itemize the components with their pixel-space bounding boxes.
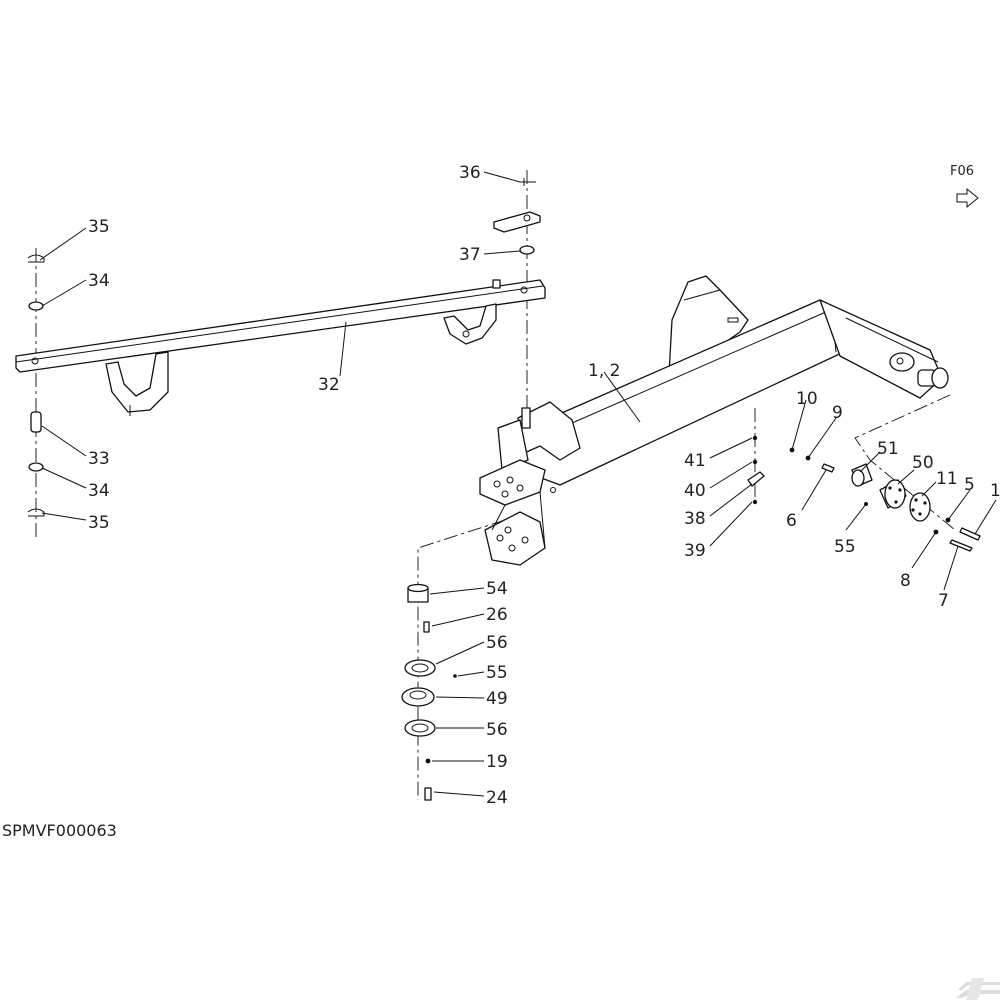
hub-stack — [789, 447, 981, 552]
callout-24: 24 — [486, 788, 508, 808]
cotter-pin-bottom — [27, 508, 45, 517]
view-reference: F06 — [950, 164, 979, 209]
callout-11: 11 — [936, 469, 958, 489]
callout-1: 1 — [990, 481, 1000, 501]
callout-19: 19 — [486, 752, 508, 772]
callout-50: 50 — [912, 453, 934, 473]
callout-10: 10 — [796, 389, 818, 409]
key-6 — [821, 463, 835, 473]
callout-1-2: 1, 2 — [588, 361, 620, 381]
link-plate — [493, 211, 541, 233]
ring-56-top — [404, 659, 436, 677]
leader-lines — [39, 171, 997, 797]
left-pin-stack — [27, 254, 45, 517]
callout-51: 51 — [877, 439, 899, 459]
callout-5: 5 — [964, 475, 975, 495]
callout-34-top: 34 — [88, 271, 110, 291]
washer-37 — [519, 245, 535, 255]
drawing-number: SPMVF000063 — [2, 821, 117, 840]
rail-bracket-right — [443, 303, 497, 345]
bearing-49 — [401, 687, 435, 707]
callout-35-bottom: 35 — [88, 513, 110, 533]
ring-56-bottom — [404, 719, 436, 737]
callout-37: 37 — [459, 245, 481, 265]
rail-bar — [15, 279, 546, 416]
link-plate-stack — [493, 178, 541, 255]
bolt-24 — [424, 787, 432, 801]
callout-labels: 36 35 37 34 32 33 34 35 1, 2 10 9 51 50 … — [88, 163, 1000, 808]
callout-34-bottom: 34 — [88, 481, 110, 501]
washer-bottom — [28, 462, 44, 472]
callout-38: 38 — [684, 509, 706, 529]
washer-top — [28, 301, 44, 311]
callout-35-top: 35 — [88, 217, 110, 237]
callout-36: 36 — [459, 163, 481, 183]
callout-56-bottom: 56 — [486, 720, 508, 740]
callout-32: 32 — [318, 375, 340, 395]
callout-49: 49 — [486, 689, 508, 709]
callout-41: 41 — [684, 451, 706, 471]
pin-36 — [520, 178, 536, 186]
callout-56-top: 56 — [486, 633, 508, 653]
bearing-stack — [401, 583, 457, 801]
cotter-pin-top — [27, 254, 45, 263]
callout-33: 33 — [88, 449, 110, 469]
callout-26: 26 — [486, 605, 508, 625]
callout-55-right: 55 — [834, 537, 856, 557]
callout-55-bottom: 55 — [486, 663, 508, 683]
view-code: F06 — [950, 164, 974, 179]
bolt-26 — [423, 621, 430, 633]
center-hardware — [747, 435, 765, 505]
callout-40: 40 — [684, 481, 706, 501]
callout-8: 8 — [900, 571, 911, 591]
view-arrow-icon — [956, 187, 979, 209]
brand-logo-icon — [956, 978, 1000, 1000]
rail-bracket-left — [105, 351, 169, 413]
callout-7: 7 — [938, 591, 949, 611]
callout-6: 6 — [786, 511, 797, 531]
callout-54: 54 — [486, 579, 508, 599]
callout-39: 39 — [684, 541, 706, 561]
pin — [30, 411, 42, 433]
callout-9: 9 — [832, 403, 843, 423]
main-frame — [479, 275, 949, 566]
